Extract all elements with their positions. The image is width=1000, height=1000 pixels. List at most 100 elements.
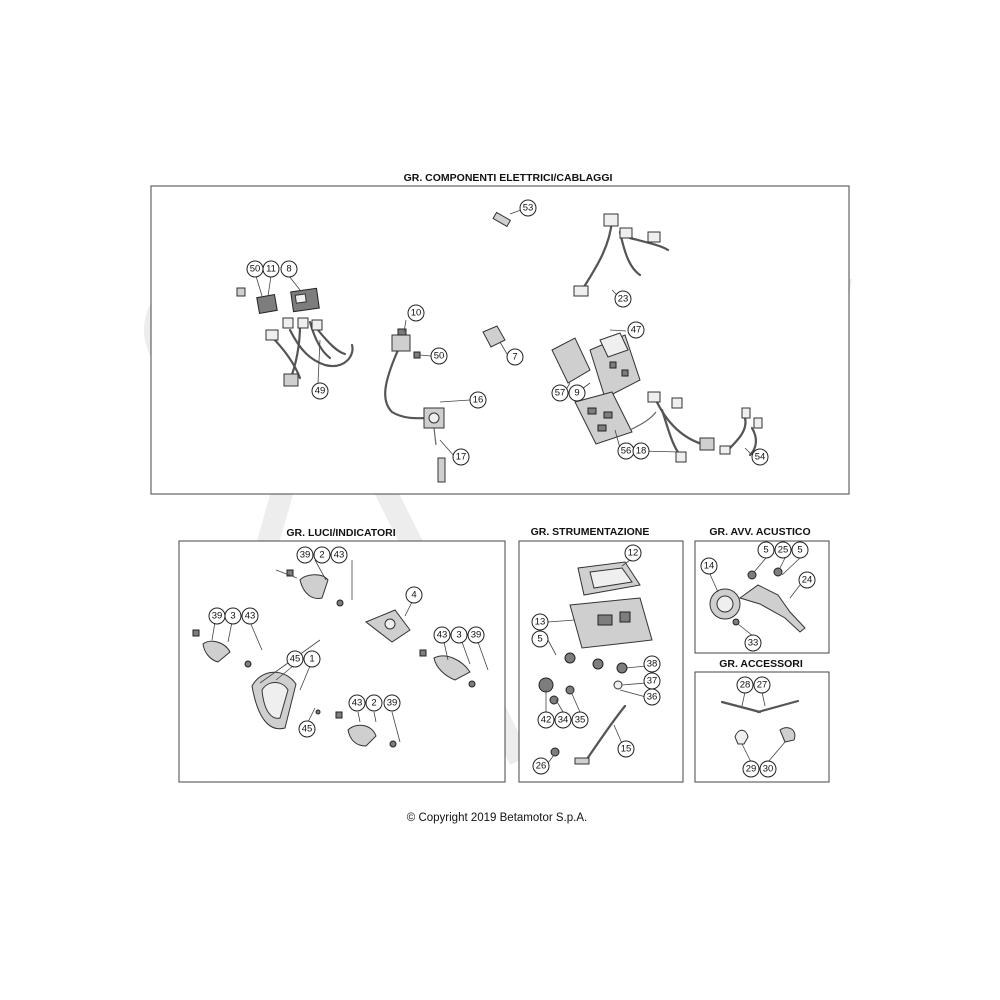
svg-text:38: 38 <box>647 659 658 670</box>
part-indicator-left <box>192 629 252 668</box>
svg-text:1: 1 <box>309 654 314 665</box>
group-electrical-title: GR. COMPONENTI ELETTRICI/CABLAGGI <box>404 172 613 184</box>
callout-34: 34 <box>554 711 572 729</box>
callout-54: 54 <box>751 448 769 466</box>
callout-23: 23 <box>614 290 632 308</box>
callout-5-horn-b: 5 <box>791 541 809 559</box>
svg-text:13: 13 <box>535 617 546 628</box>
callout-37: 37 <box>643 672 661 690</box>
svg-text:4: 4 <box>411 590 416 601</box>
callout-47: 47 <box>627 321 645 339</box>
svg-text:3: 3 <box>456 630 461 641</box>
svg-text:29: 29 <box>746 764 757 775</box>
group-accessories-title: GR. ACCESSORI <box>719 658 803 670</box>
callout-26: 26 <box>532 757 550 775</box>
callout-12: 12 <box>624 544 642 562</box>
callout-3-b: 3 <box>450 626 468 644</box>
callout-5: 5 <box>531 630 549 648</box>
callout-18: 18 <box>632 442 650 460</box>
svg-text:56: 56 <box>621 446 632 457</box>
callout-43-b: 43 <box>241 607 259 625</box>
group-accessories: GR. ACCESSORI 28 27 29 30 <box>694 658 830 783</box>
callout-2: 2 <box>313 546 331 564</box>
part-headlight <box>251 671 321 730</box>
callout-36: 36 <box>643 688 661 706</box>
svg-text:47: 47 <box>631 325 642 336</box>
callout-15: 15 <box>617 740 635 758</box>
svg-text:39: 39 <box>300 550 311 561</box>
svg-text:57: 57 <box>555 388 566 399</box>
svg-text:5: 5 <box>763 545 768 556</box>
group-lights: GR. LUCI/INDICATORI <box>178 527 506 783</box>
group-lights-title: GR. LUCI/INDICATORI <box>286 527 395 539</box>
svg-text:15: 15 <box>621 744 632 755</box>
svg-text:42: 42 <box>541 715 552 726</box>
callout-24: 24 <box>798 571 816 589</box>
svg-text:2: 2 <box>371 698 376 709</box>
callout-43: 43 <box>330 546 348 564</box>
part-14-horn <box>709 567 806 633</box>
callout-39: 39 <box>296 546 314 564</box>
part-10-16-17-ignition <box>384 328 446 483</box>
svg-text:27: 27 <box>757 680 768 691</box>
callout-39-b: 39 <box>208 607 226 625</box>
callout-38: 38 <box>643 655 661 673</box>
callout-29: 29 <box>742 760 760 778</box>
callout-3: 3 <box>224 607 242 625</box>
callout-14: 14 <box>700 557 718 575</box>
callout-45: 45 <box>286 650 304 668</box>
svg-text:28: 28 <box>740 680 751 691</box>
callout-43-c: 43 <box>433 626 451 644</box>
svg-text:24: 24 <box>802 575 813 586</box>
callout-4: 4 <box>405 586 423 604</box>
callout-1: 1 <box>303 650 321 668</box>
svg-text:3: 3 <box>230 611 235 622</box>
callout-16: 16 <box>469 391 487 409</box>
callout-35: 35 <box>571 711 589 729</box>
svg-text:49: 49 <box>315 386 326 397</box>
callout-50: 50 <box>246 260 264 278</box>
callout-57: 57 <box>551 384 569 402</box>
svg-text:5: 5 <box>797 545 802 556</box>
callout-30: 30 <box>759 760 777 778</box>
svg-text:43: 43 <box>334 550 345 561</box>
svg-text:5: 5 <box>537 634 542 645</box>
svg-text:50: 50 <box>250 264 261 275</box>
callout-13: 13 <box>531 613 549 631</box>
part-12-dashboard <box>538 561 653 765</box>
svg-text:50: 50 <box>434 351 445 362</box>
svg-text:39: 39 <box>212 611 223 622</box>
group-horn: GR. AVV. ACUSTICO 5 25 5 14 24 33 <box>694 526 830 654</box>
svg-text:9: 9 <box>574 388 579 399</box>
svg-text:36: 36 <box>647 692 658 703</box>
svg-text:53: 53 <box>523 203 534 214</box>
svg-text:45: 45 <box>290 654 301 665</box>
svg-text:10: 10 <box>411 308 422 319</box>
svg-text:37: 37 <box>647 676 658 687</box>
svg-text:18: 18 <box>636 446 647 457</box>
svg-text:43: 43 <box>352 698 363 709</box>
callout-45-b: 45 <box>298 720 316 738</box>
part-47-57-9-56-control-units <box>551 332 657 445</box>
callout-27: 27 <box>753 676 771 694</box>
part-4-bracket <box>365 609 411 643</box>
copyright-notice: © Copyright 2019 Betamotor S.p.A. <box>407 812 587 824</box>
part-53-connector-pin <box>492 211 512 228</box>
svg-text:16: 16 <box>473 395 484 406</box>
part-indicator-upper-left <box>286 569 344 607</box>
svg-text:45: 45 <box>302 724 313 735</box>
part-18-harness <box>647 391 715 463</box>
svg-text:54: 54 <box>755 452 766 463</box>
group-horn-title: GR. AVV. ACUSTICO <box>709 526 810 538</box>
callout-39-d: 39 <box>383 694 401 712</box>
group-electrical: GR. COMPONENTI ELETTRICI/CABLAGGI <box>150 172 850 495</box>
svg-text:43: 43 <box>437 630 448 641</box>
callout-49: 49 <box>311 382 329 400</box>
part-relays-50-11-8 <box>236 287 320 315</box>
part-49-main-harness <box>265 317 354 387</box>
part-indicator-right <box>419 649 476 688</box>
part-54-small-harness <box>719 407 763 457</box>
svg-text:7: 7 <box>512 352 517 363</box>
callout-9: 9 <box>568 384 586 402</box>
callout-50-b: 50 <box>430 347 448 365</box>
